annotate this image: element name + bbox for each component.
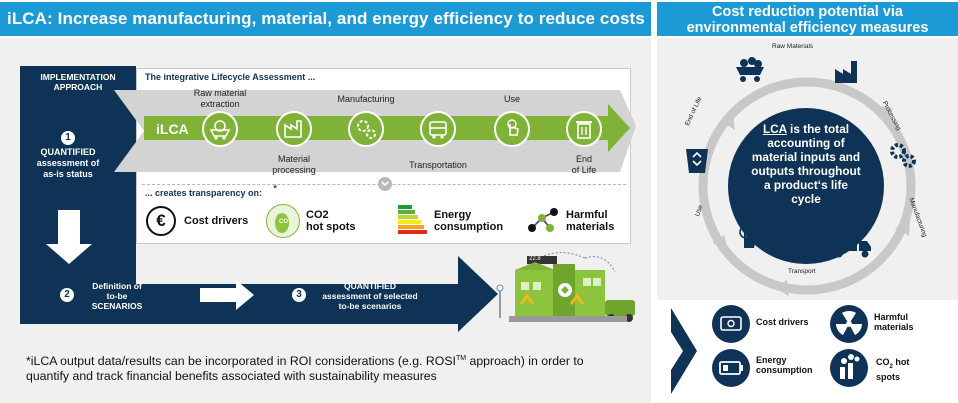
impact-energy-consumption: Energy consumption [434,209,504,233]
benefit-co2-hot-spots: CO2 hot spots [876,357,910,382]
lca-center-circle [728,108,884,264]
ilca-arrow-label: iLCA [156,121,189,137]
right-arrow-icon [200,280,254,310]
right-header-line1: Cost reduction potential via [712,4,903,20]
implementation-shape [20,66,498,332]
step2-block: Definition of to-be SCENARIOS [91,281,143,311]
step-label-manufacturing: Manufacturing [337,94,395,104]
co2-footprint-icon: CO [266,204,300,238]
use-touch-hand-icon [494,111,530,147]
step1-block: 1 QUANTIFIED assessment of as-is status [36,131,100,179]
step3-block: QUANTIFIED assessment of selected to-be … [322,281,418,311]
benefit-energy-consumption: Energy consumption [756,355,813,375]
energy-rating-icon [398,204,428,238]
impact-co2-hot-spots: CO2 hot spots [306,209,356,233]
benefit-radiation-icon [830,305,868,343]
right-panel-header: Cost reduction potential via environment… [657,2,958,36]
transparency-asterisk: * [273,183,278,195]
benefit-harmful-materials: Harmful materials [874,312,914,332]
end-of-life-trash-icon [566,111,602,147]
raw-material-mine-cart-icon [202,111,238,147]
footnote: *iLCA output data/results can be incorpo… [26,351,584,384]
implementation-title: IMPLEMENTATION APPROACH [40,72,116,92]
ilca-heading: The integrative Lifecycle Assessment ... [145,72,316,82]
cycle-recycle-bin-icon [682,143,712,175]
down-arrow-icon [46,210,92,264]
lca-definition: LCA is the total accounting of material … [751,122,861,206]
benefit-battery-icon [712,349,750,387]
factory-sign: 22.8 [527,256,543,262]
transparency-heading: ... creates transparency on: [145,188,263,198]
step-label-material-processing: Material processing [272,154,316,175]
manufacturing-gears-icon [348,111,384,147]
impact-harmful-materials: Harmful materials [566,209,615,233]
right-header-line2: environmental efficiency measures [686,20,929,36]
benefits-chevron-icon [671,308,697,394]
benefit-cost-drivers-icon [712,305,750,343]
transportation-truck-icon [420,111,456,147]
euro-icon: € [146,206,176,236]
step3-number: 3 [292,288,306,302]
impact-cost-drivers: Cost drivers [184,215,249,227]
step-label-raw-material: Raw material extraction [193,88,247,109]
cycle-processing-factory-icon [833,57,865,85]
footnote-line2: quantify and track financial benefits as… [26,369,437,384]
step1-number: 1 [61,131,75,145]
step-label-transportation: Transportation [409,160,467,170]
smart-factory-illustration [496,252,635,322]
cycle-raw-materials-cart-icon [732,55,768,83]
benefit-smokestack-icon [830,349,868,387]
step2-number: 2 [60,288,74,302]
lifecycle-ring [698,77,916,296]
left-panel-header: iLCA: Increase manufacturing, material, … [0,2,651,36]
step-label-use: Use [503,94,520,104]
benefit-cost-drivers: Cost drivers [756,317,809,327]
molecule-icon [526,204,562,236]
cycle-label-transport: Transport [788,268,816,275]
material-processing-factory-icon [276,111,312,147]
cycle-label-raw-materials: Raw Materials [772,43,814,50]
step-label-end-of-life: End of Life [571,154,597,175]
cycle-manufacturing-gears-icon [888,140,918,170]
benefits-area [657,300,958,403]
chevron-down-icon [378,177,392,191]
footnote-line1: *iLCA output data/results can be incorpo… [26,354,584,369]
